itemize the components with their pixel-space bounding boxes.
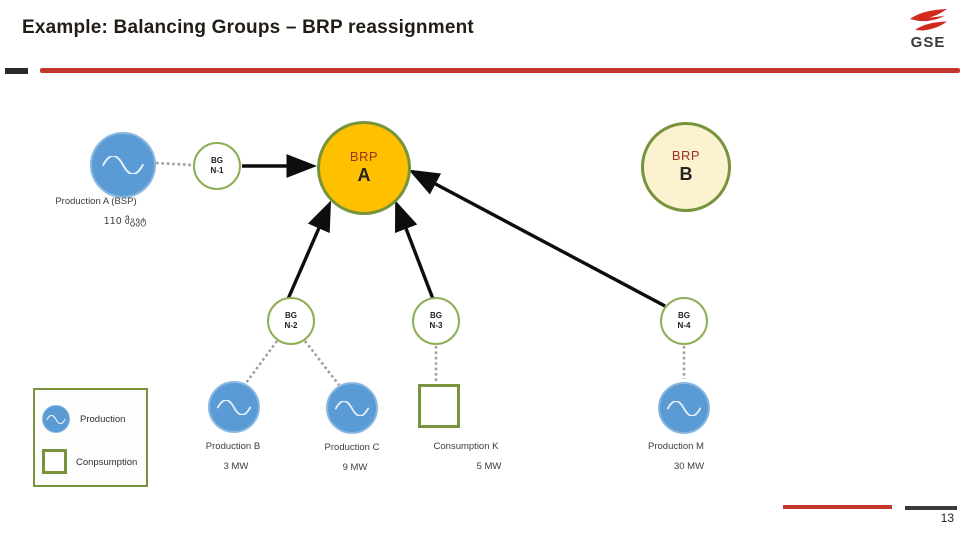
- arrow-bg-n4-to-brp-a: [408, 169, 666, 308]
- consumption-k-label: Consumption K: [433, 441, 499, 452]
- gse-logo: GSE: [900, 8, 956, 60]
- legend-consumption-label: Conpsumption: [76, 457, 138, 468]
- bg-n2-line1: BG: [285, 311, 297, 320]
- bg-n3-line1: BG: [430, 311, 442, 320]
- brp-a-node: BRP A: [317, 121, 411, 215]
- legend-production-icon: [42, 405, 70, 433]
- gse-logo-bird-icon: [910, 9, 947, 31]
- arrow-bg-n3-to-brp-a: [395, 200, 435, 300]
- slide-title: Example: Balancing Groups – BRP reassign…: [22, 17, 474, 38]
- production-m-label: Production M: [648, 441, 704, 452]
- consumption-k-node: [418, 384, 460, 428]
- production-b-value: 3 MW: [223, 461, 249, 472]
- production-m-node: [658, 382, 710, 434]
- production-c-node: [326, 382, 378, 434]
- dashed-prod-a-to-bg-n1: [155, 161, 193, 167]
- bg-n3-line2: N-3: [429, 321, 443, 330]
- bg-n4-line2: N-4: [677, 321, 691, 330]
- bg-n2-line2: N-2: [284, 321, 298, 330]
- sine-wave-icon: [216, 399, 252, 415]
- footer-dark-bar: [905, 506, 957, 510]
- brp-b-title: BRP: [671, 148, 701, 164]
- bg-n4-line1: BG: [678, 311, 690, 320]
- production-a-label: Production A (BSP): [55, 196, 137, 207]
- bg-n1-node: BG N-1: [193, 142, 241, 190]
- production-b-label: Production B: [205, 441, 261, 452]
- dashed-bg-n2-to-production-c: [303, 340, 341, 386]
- legend-production-label: Production: [80, 414, 126, 425]
- sine-wave-icon: [46, 414, 66, 424]
- bg-n1-line2: N-1: [210, 166, 224, 175]
- bg-n1-line1: BG: [211, 156, 223, 165]
- footer-red-bar: [783, 505, 892, 509]
- bg-n3-node: BG N-3: [412, 297, 460, 345]
- sine-wave-icon: [666, 400, 702, 416]
- title-rule-dark-dash: [5, 68, 28, 74]
- production-c-label: Production C: [324, 442, 380, 453]
- legend-consumption-icon: [42, 449, 67, 474]
- brp-b-node: BRP B: [641, 122, 731, 212]
- arrow-bg-n2-to-brp-a: [286, 200, 332, 300]
- brp-b-letter: B: [679, 164, 693, 185]
- brp-a-letter: A: [357, 165, 371, 186]
- production-a-value: 110 მგვტ: [103, 216, 147, 227]
- brp-a-title: BRP: [349, 149, 379, 165]
- gse-logo-text: GSE: [910, 34, 946, 51]
- page-number: 13: [940, 511, 954, 525]
- bg-n4-node: BG N-4: [660, 297, 708, 345]
- consumption-k-value: 5 MW: [476, 461, 502, 472]
- production-b-node: [208, 381, 260, 433]
- production-a-node: [90, 132, 156, 198]
- title-rule-red-line: [40, 68, 960, 73]
- dashed-bg-n2-to-production-b: [244, 340, 279, 384]
- sine-wave-icon: [102, 156, 144, 174]
- sine-wave-icon: [334, 400, 370, 416]
- production-m-value: 30 MW: [673, 461, 705, 472]
- legend-box: Production Conpsumption: [33, 388, 148, 487]
- bg-n2-node: BG N-2: [267, 297, 315, 345]
- production-c-value: 9 MW: [342, 462, 368, 473]
